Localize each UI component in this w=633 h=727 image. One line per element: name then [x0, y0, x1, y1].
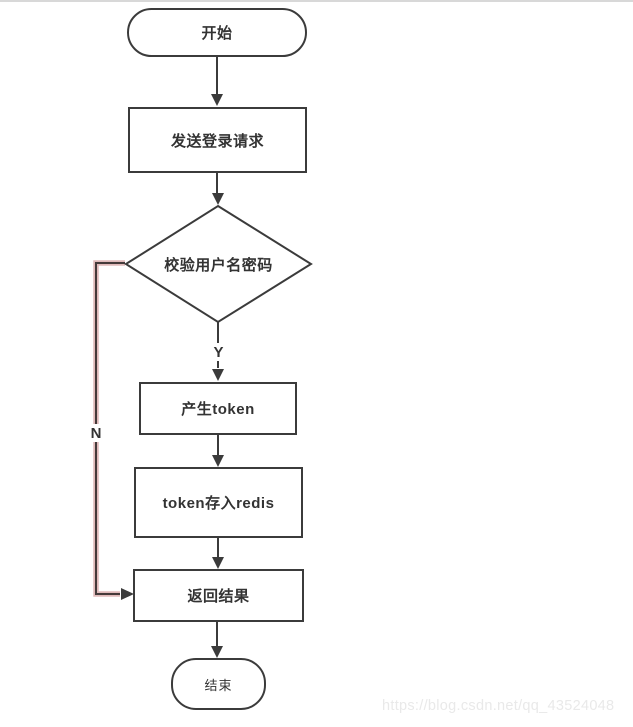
node-start: 开始: [127, 8, 307, 57]
edge-label-yes: Y: [210, 343, 227, 361]
node-send-login-request: 发送登录请求: [128, 107, 307, 173]
node-return-result: 返回结果: [133, 569, 304, 622]
node-verify-credentials-label: 校验用户名密码: [164, 256, 273, 274]
node-generate-token: 产生token: [139, 382, 297, 435]
edge-label-no-text: N: [90, 424, 102, 442]
node-store-token-redis-label: token存入redis: [162, 495, 275, 512]
node-generate-token-label: 产生token: [181, 401, 255, 418]
node-verify-credentials: 校验用户名密码: [125, 254, 312, 274]
edge-label-yes-text: Y: [213, 343, 224, 361]
node-return-result-label: 返回结果: [187, 588, 250, 605]
top-border-rule: [0, 0, 633, 2]
edge-send-verify-arrowhead-icon: [212, 193, 224, 205]
node-start-label: 开始: [201, 25, 233, 42]
edge-redis-result-arrowhead-icon: [212, 557, 224, 569]
csdn-watermark: https://blog.csdn.net/qq_43524048: [382, 698, 615, 714]
node-end-label: 结束: [204, 677, 233, 693]
node-end: 结束: [171, 658, 266, 710]
edge-label-no: N: [87, 424, 105, 442]
edge-result-end-arrowhead-icon: [211, 646, 223, 658]
edge-token-redis-arrowhead-icon: [212, 455, 224, 467]
edge-yes-arrowhead-icon: [212, 369, 224, 381]
edge-no-arrowhead-icon: [121, 588, 134, 600]
edge-start-send-arrowhead-icon: [211, 94, 223, 106]
node-send-login-request-label: 发送登录请求: [170, 132, 264, 150]
node-store-token-redis: token存入redis: [134, 467, 303, 538]
